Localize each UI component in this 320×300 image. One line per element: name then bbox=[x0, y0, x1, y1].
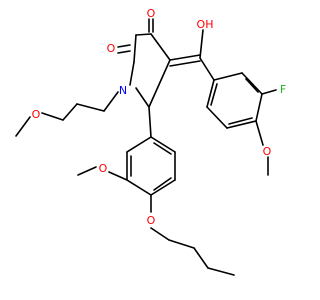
bond bbox=[169, 54, 201, 61]
atom-fluorine: F bbox=[280, 83, 286, 96]
atom-n-ring: N bbox=[119, 84, 127, 97]
bond bbox=[255, 93, 263, 122]
bond bbox=[148, 106, 152, 138]
bond bbox=[255, 120, 264, 146]
bond bbox=[206, 79, 215, 108]
bond bbox=[169, 60, 201, 67]
bond bbox=[206, 106, 228, 129]
bond bbox=[168, 239, 195, 249]
bond bbox=[199, 29, 204, 59]
bond bbox=[199, 57, 215, 81]
atom-o-methoxy-right: O bbox=[263, 145, 272, 158]
bond bbox=[76, 103, 105, 112]
bond bbox=[210, 83, 218, 106]
bond bbox=[207, 267, 235, 276]
atom-o-methoxy-mid: O bbox=[99, 162, 108, 175]
bonds bbox=[15, 18, 277, 276]
atom-o-lactam: O bbox=[107, 42, 116, 55]
bond bbox=[148, 59, 171, 108]
bond bbox=[150, 33, 171, 61]
bond bbox=[150, 136, 176, 153]
bond bbox=[126, 136, 152, 153]
bond bbox=[103, 91, 119, 112]
bond bbox=[41, 112, 64, 121]
bond bbox=[77, 166, 97, 176]
bond bbox=[117, 50, 131, 54]
bond bbox=[117, 44, 131, 48]
molecule-structure: O O N OH F O O O O bbox=[15, 7, 287, 276]
bond bbox=[133, 34, 137, 63]
bond bbox=[135, 87, 150, 108]
bond bbox=[150, 227, 170, 241]
bond bbox=[153, 142, 172, 155]
bond bbox=[62, 103, 78, 121]
bond bbox=[241, 72, 263, 95]
atom-o-methoxypropyl: O bbox=[32, 108, 41, 121]
bond bbox=[213, 72, 243, 81]
atom-oh: OH bbox=[197, 18, 214, 31]
bond bbox=[15, 116, 31, 137]
bond bbox=[261, 89, 277, 95]
bond bbox=[153, 177, 172, 191]
bond bbox=[126, 179, 152, 196]
bond bbox=[228, 117, 253, 125]
bond bbox=[150, 179, 176, 196]
atom-o-butoxy: O bbox=[147, 214, 156, 227]
bond bbox=[129, 61, 135, 86]
bond bbox=[226, 120, 257, 129]
atom-labels: O O N OH F O O O O bbox=[32, 7, 287, 227]
atom-o-keto: O bbox=[147, 7, 156, 20]
bond bbox=[193, 247, 209, 269]
bond bbox=[245, 78, 259, 93]
bond bbox=[135, 33, 152, 36]
bond bbox=[108, 171, 128, 181]
